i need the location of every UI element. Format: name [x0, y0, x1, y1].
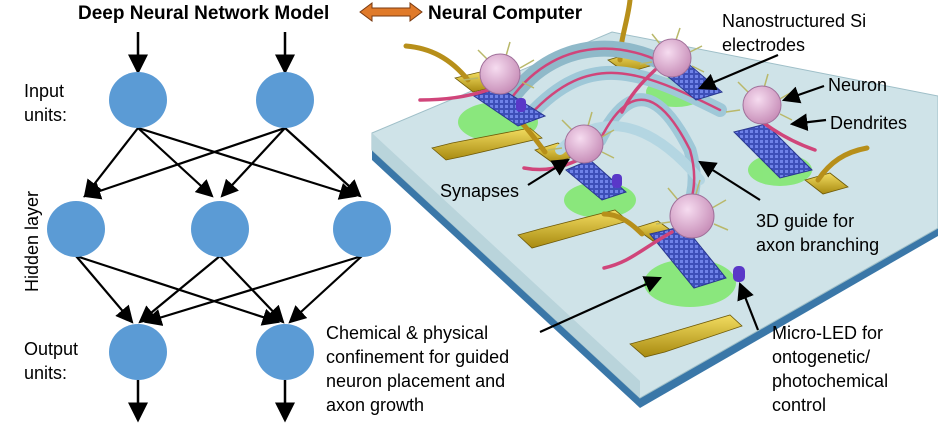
output-units-label-line2: units: — [24, 363, 68, 383]
led-label-line1: Micro-LED for — [772, 323, 884, 343]
guide-label-line2: axon branching — [756, 235, 880, 255]
input-node — [109, 72, 167, 128]
synapses-label: Synapses — [440, 181, 520, 201]
output-node — [109, 324, 167, 380]
output-units-label-line1: Output — [24, 339, 79, 359]
hidden-output-connections — [75, 254, 363, 326]
double-arrow-icon — [359, 2, 423, 22]
led-label-line3: photochemical — [772, 371, 889, 391]
neuron-icon — [547, 111, 615, 164]
nano-si-label-line2: electrodes — [722, 35, 806, 55]
slab-front — [372, 133, 640, 398]
hidden-layer-label: Hidden layer — [22, 190, 42, 292]
dendrites-label: Dendrites — [830, 113, 908, 133]
output-node — [256, 324, 314, 380]
hidden-node — [47, 201, 105, 257]
hidden-node — [191, 201, 249, 257]
nano-si-label-line1: Nanostructured Si — [722, 11, 867, 31]
neurons — [463, 27, 793, 239]
confinement-label-line3: neuron placement and — [326, 371, 506, 391]
neuron-icon — [639, 27, 705, 78]
input-units-label-line2: units: — [24, 105, 68, 125]
left-title: Deep Neural Network Model — [78, 3, 330, 24]
gold-pads — [431, 52, 849, 358]
led-label-line4: control — [772, 395, 827, 415]
neuron-icon — [725, 73, 793, 125]
confinement-label-line1: Chemical & physical — [326, 323, 489, 343]
hidden-node — [333, 201, 391, 257]
led-label-line2: ontogenetic/ — [772, 347, 871, 367]
input-hidden-connections — [82, 126, 362, 200]
right-title: Neural Computer — [428, 3, 583, 24]
label-pointers — [527, 53, 827, 334]
input-node — [256, 72, 314, 128]
micro-led-icons — [516, 98, 745, 282]
neuron-icon — [655, 179, 729, 239]
axons — [418, 68, 817, 270]
confinement-label-line4: axon growth — [326, 395, 425, 415]
network-diagram — [47, 32, 391, 423]
neuron-label: Neuron — [828, 75, 888, 95]
guide-label-line1: 3D guide for — [756, 211, 855, 231]
confinement-label-line2: confinement for guided — [326, 347, 510, 367]
neural-computer-device — [371, 0, 938, 408]
neuron-icon — [463, 41, 535, 95]
input-units-label-line1: Input — [24, 81, 65, 101]
